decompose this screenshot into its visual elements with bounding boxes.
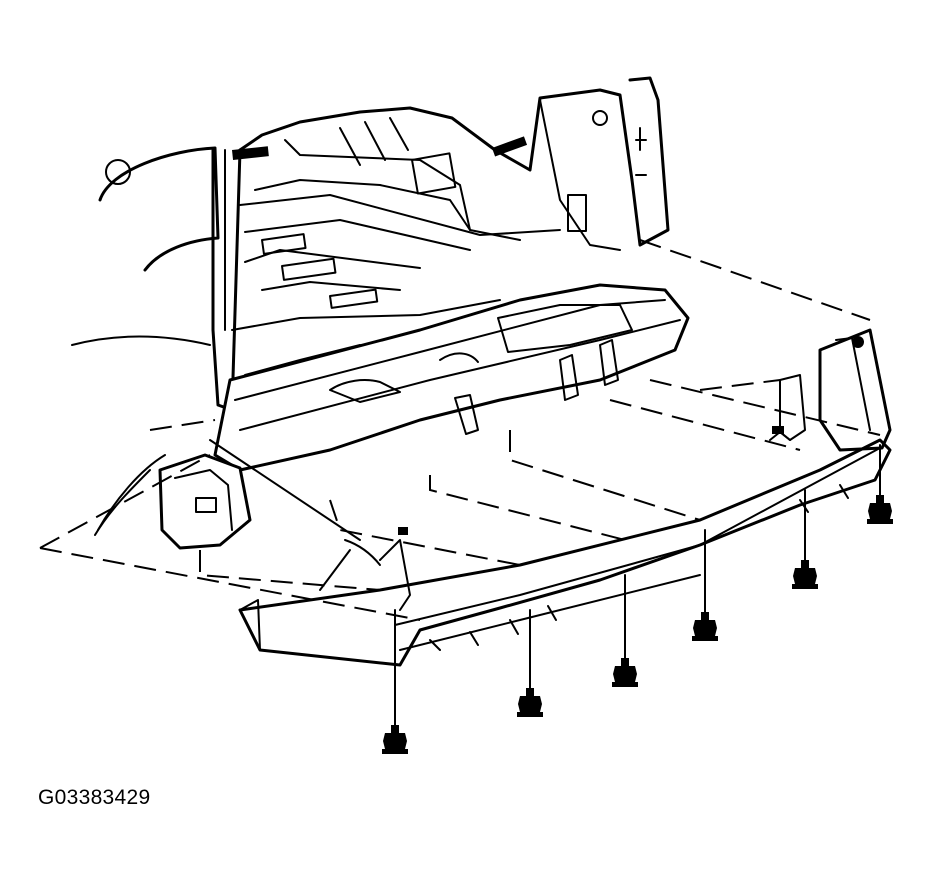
fastener-guide-lines (394, 444, 881, 731)
left-bumper-bracket (94, 453, 252, 550)
clip-icon (398, 336, 864, 535)
bolt-icon (382, 725, 408, 754)
alignment-lines (39, 239, 881, 621)
figure-id-label: G03383429 (38, 786, 151, 809)
bolt-icon (612, 658, 638, 687)
bolt-icon (792, 560, 818, 589)
rear-crossmember (213, 283, 690, 472)
bolt-icon (692, 612, 718, 641)
bolt-icon (517, 688, 543, 717)
vehicle-body-structure (71, 76, 670, 412)
bolt-icon (867, 495, 893, 524)
rear-bumper-fascia (238, 328, 892, 667)
